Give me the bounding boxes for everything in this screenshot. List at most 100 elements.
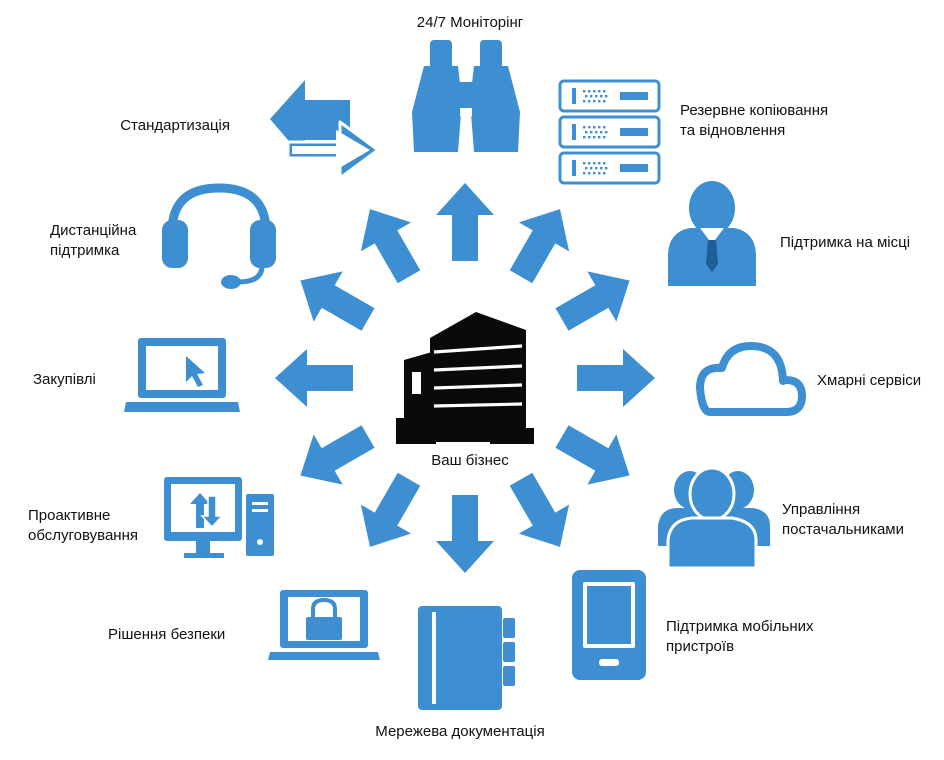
server-led-dot xyxy=(593,90,596,93)
laptop-lock-icon xyxy=(268,590,380,660)
arrow-to-procurement xyxy=(275,349,353,407)
service-label-line: обслуговування xyxy=(28,527,138,544)
desktop-update-icon xyxy=(164,477,274,558)
server-led-dot xyxy=(583,162,586,165)
arrow-to-standardization xyxy=(344,194,435,292)
service-label-proactive: Проактивне обслуговування xyxy=(28,506,138,546)
server-led-dot xyxy=(595,167,598,170)
service-label-line: Мережева документація xyxy=(375,723,545,740)
service-label-line: Підтримка на місці xyxy=(780,234,911,251)
arrow-to-cloud xyxy=(577,349,655,407)
server-led-dot xyxy=(583,172,586,175)
service-label-line: постачальниками xyxy=(782,521,904,538)
server-led-dot xyxy=(605,131,608,134)
server-led-dot xyxy=(598,162,601,165)
server-led-dot xyxy=(588,90,591,93)
service-label-line: Стандартизація xyxy=(120,117,230,134)
service-label-line: підтримка xyxy=(50,242,120,259)
arrow-to-mobile xyxy=(495,464,586,562)
exchange-arrows-icon xyxy=(270,80,380,180)
service-label-procurement: Закупівлі xyxy=(33,370,96,390)
server-led-dot xyxy=(593,126,596,129)
server-led-dot xyxy=(603,172,606,175)
service-label-line: пристроїв xyxy=(666,638,735,655)
service-label-line: Проактивне xyxy=(28,507,111,524)
laptop-cursor-icon xyxy=(124,338,240,412)
server-led-dot xyxy=(583,136,586,139)
server-led-dot xyxy=(585,131,588,134)
server-led-dot xyxy=(585,95,588,98)
server-led-dot xyxy=(593,172,596,175)
server-led-dot xyxy=(598,90,601,93)
server-led-dot xyxy=(605,167,608,170)
center-business-label: Ваш бізнес xyxy=(431,452,509,469)
service-label-line: та відновлення xyxy=(680,122,786,139)
service-label-security: Рішення безпеки xyxy=(108,625,225,645)
server-led-dot xyxy=(598,136,601,139)
service-label-mobile: Підтримка мобільних пристроїв xyxy=(666,617,813,657)
server-led-dot xyxy=(603,136,606,139)
server-led-dot xyxy=(585,167,588,170)
arrow-to-security xyxy=(344,464,435,562)
server-led-dot xyxy=(588,136,591,139)
service-label-line: Дистанційна xyxy=(50,222,137,239)
server-led-dot xyxy=(600,167,603,170)
arrow-to-onsite xyxy=(547,255,645,345)
service-label-line: Резервне копіювання xyxy=(680,102,829,119)
binoculars-icon xyxy=(412,40,520,152)
server-led-dot xyxy=(603,162,606,165)
server-led-dot xyxy=(600,95,603,98)
server-led-dot xyxy=(588,100,591,103)
service-label-monitoring: 24/7 Моніторінг xyxy=(360,13,580,33)
server-led-dot xyxy=(590,167,593,170)
businessman-icon xyxy=(668,181,756,286)
server-led-dot xyxy=(590,95,593,98)
server-led-dot xyxy=(595,95,598,98)
service-label-line: Управління xyxy=(782,501,861,518)
server-led-dot xyxy=(593,162,596,165)
server-led-dot xyxy=(603,90,606,93)
server-led-dot xyxy=(583,100,586,103)
server-led-dot xyxy=(590,131,593,134)
arrow-to-docs xyxy=(436,495,494,573)
service-label-line: Закупівлі xyxy=(33,371,96,388)
arrow-to-monitoring xyxy=(436,183,494,261)
cloud-icon xyxy=(696,342,806,416)
service-label-standardization: Стандартизація xyxy=(90,116,230,136)
service-label-onsite: Підтримка на місці xyxy=(780,233,910,253)
office-building-icon xyxy=(396,312,534,444)
server-led-dot xyxy=(598,100,601,103)
server-led-dot xyxy=(605,95,608,98)
arrow-to-vendors xyxy=(547,411,645,501)
people-group-icon xyxy=(658,466,770,570)
server-led-dot xyxy=(588,162,591,165)
service-label-docs: Мережева документація xyxy=(340,722,580,742)
service-label-line: Підтримка мобільних xyxy=(666,618,814,635)
server-led-dot xyxy=(603,100,606,103)
service-label-cloud: Хмарні сервіси xyxy=(817,371,921,391)
service-label-line: Рішення безпеки xyxy=(108,626,226,643)
server-led-dot xyxy=(598,172,601,175)
service-label-line: 24/7 Моніторінг xyxy=(416,14,524,31)
server-led-dot xyxy=(583,126,586,129)
server-led-dot xyxy=(593,136,596,139)
server-led-dot xyxy=(588,126,591,129)
service-label-vendors: Управління постачальниками xyxy=(782,500,904,540)
service-label-line: Хмарні сервіси xyxy=(817,372,922,389)
service-label-backup: Резервне копіювання та відновлення xyxy=(680,101,828,141)
service-label-remote: Дистанційна підтримка xyxy=(50,221,136,261)
tablet-icon xyxy=(572,570,646,680)
server-led-dot xyxy=(600,131,603,134)
arrow-to-remote xyxy=(285,255,383,345)
server-led-dot xyxy=(603,126,606,129)
arrow-to-backup xyxy=(495,194,586,292)
server-led-dot xyxy=(583,90,586,93)
server-rack-icon xyxy=(558,79,661,185)
notebook-icon xyxy=(418,606,515,710)
server-led-dot xyxy=(595,131,598,134)
server-led-dot xyxy=(593,100,596,103)
server-led-dot xyxy=(588,172,591,175)
server-led-dot xyxy=(598,126,601,129)
